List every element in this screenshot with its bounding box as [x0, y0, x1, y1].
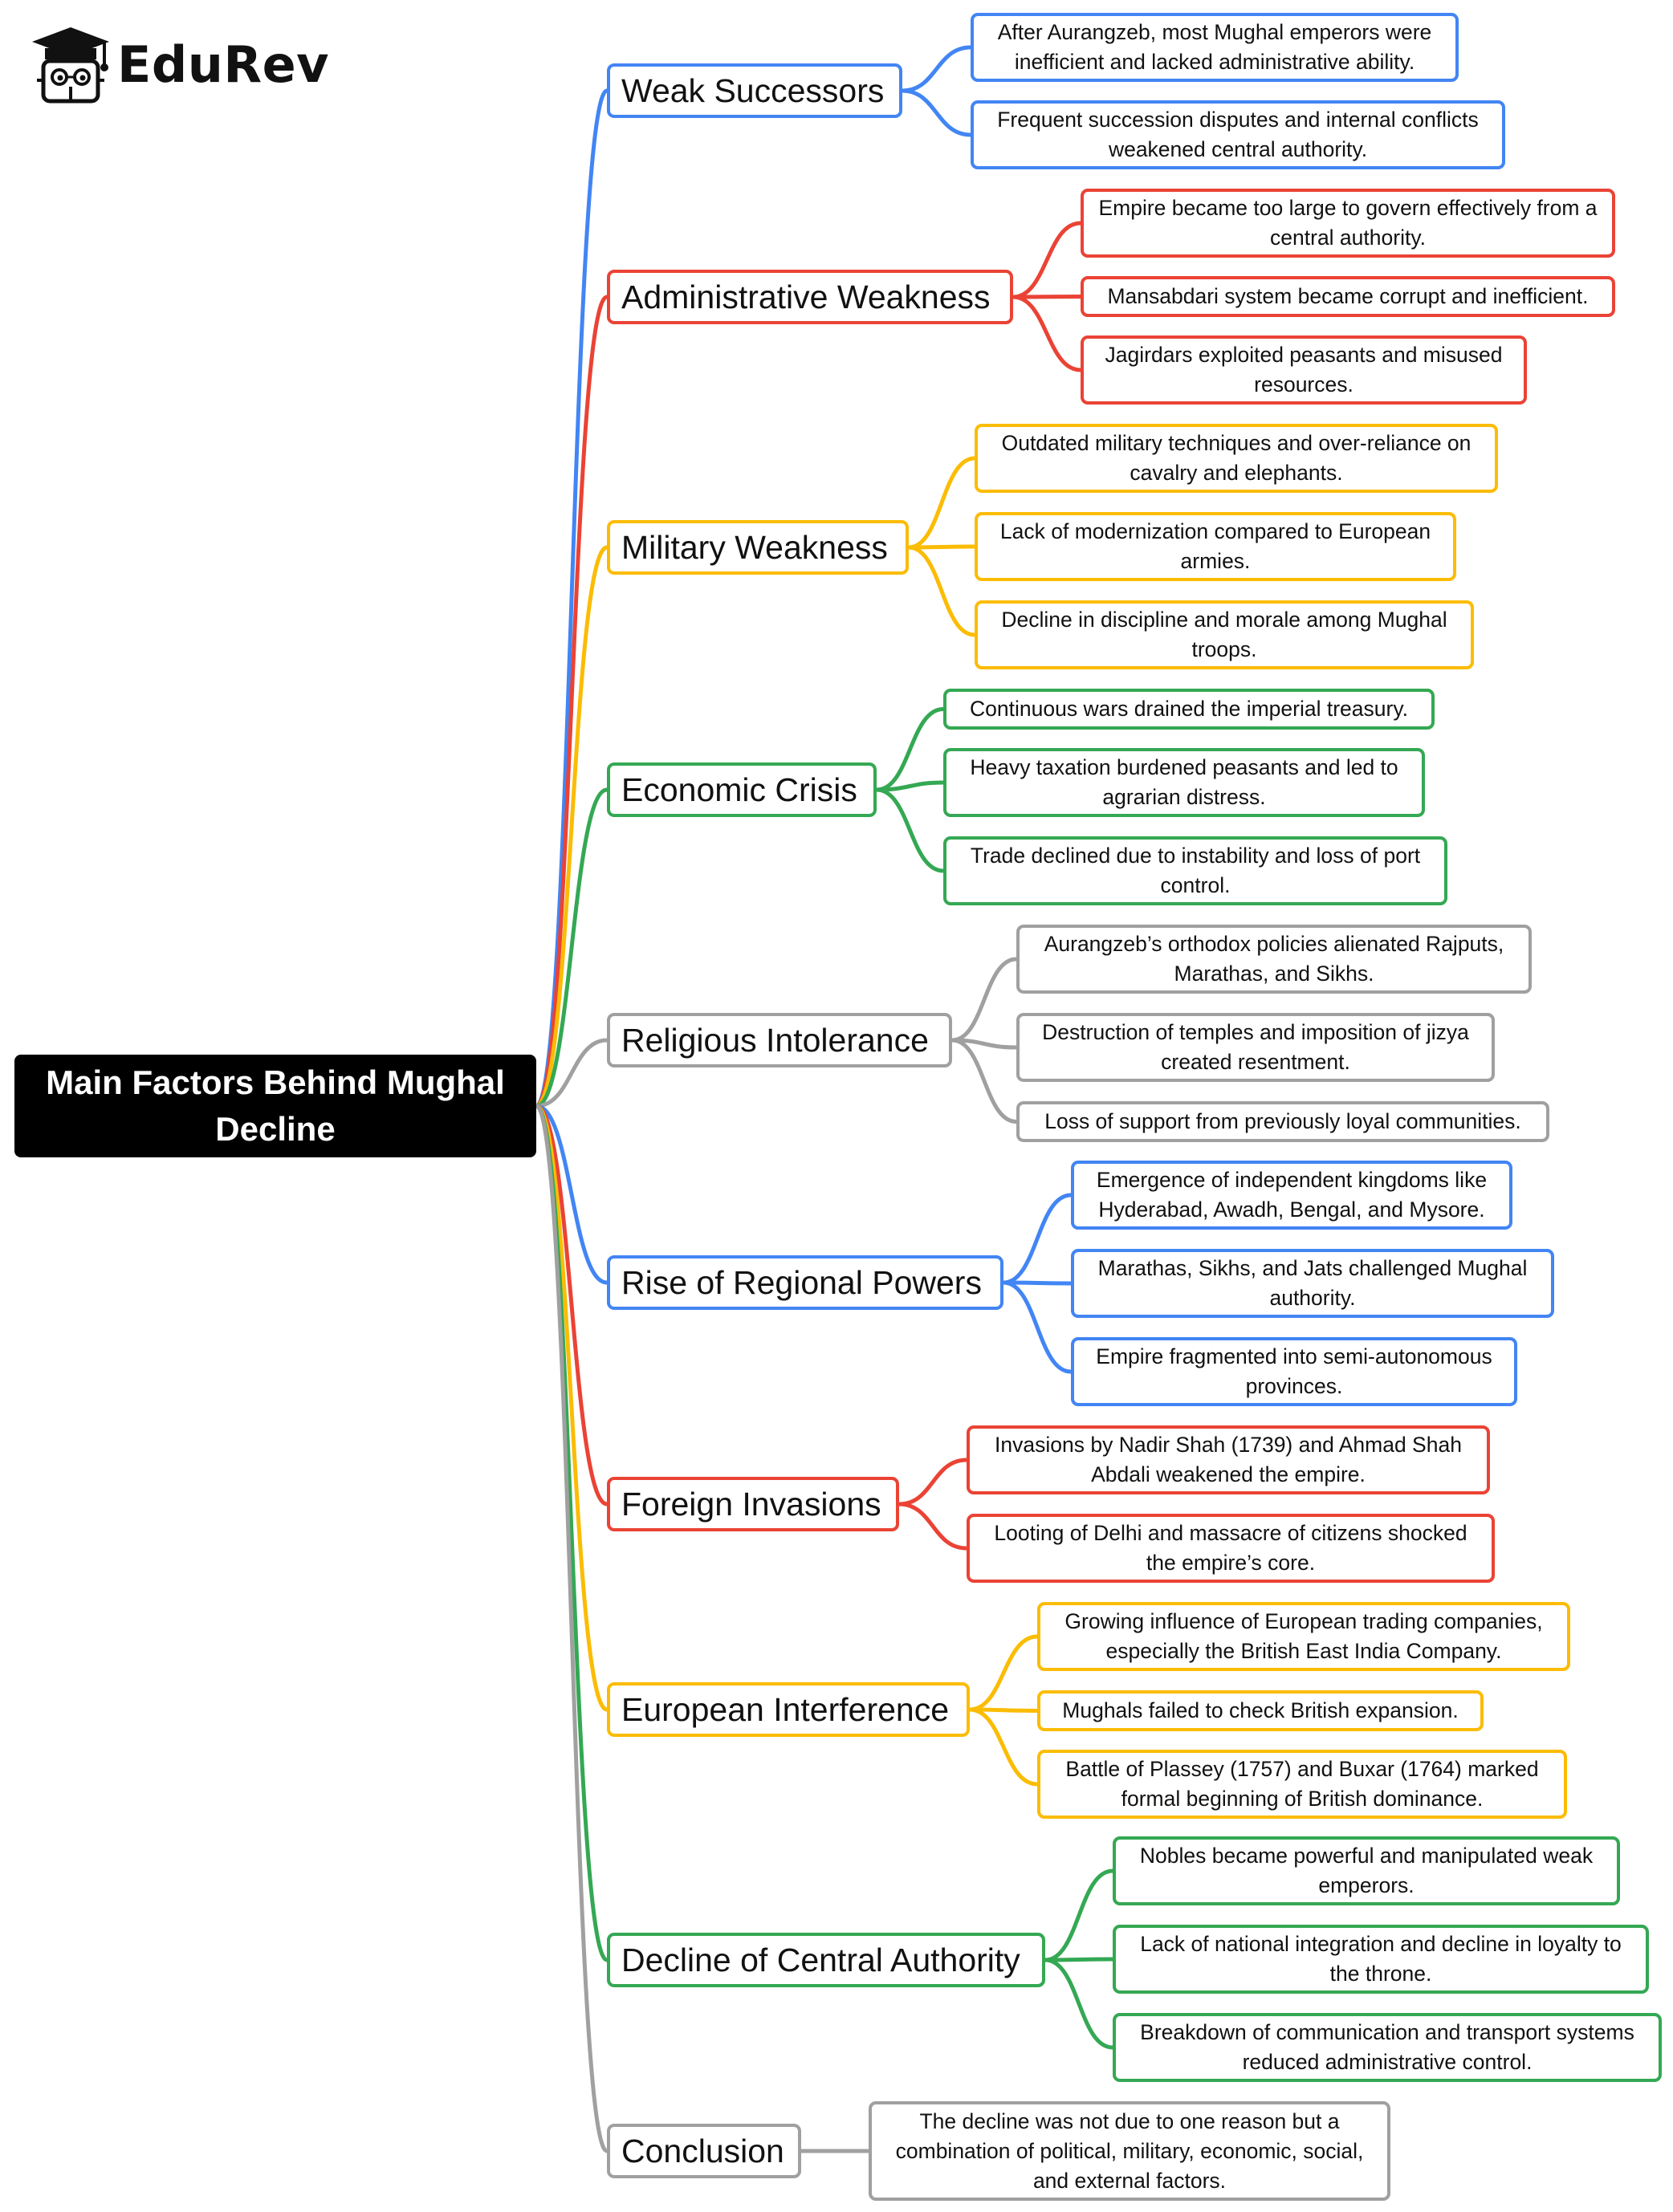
branch-title: Weak Successors: [621, 71, 885, 109]
leaf-point: Breakdown of communication and transport…: [1113, 2013, 1662, 2082]
leaf-point: Empire fragmented into semi-autonomous p…: [1071, 1337, 1517, 1406]
leaf-point: Outdated military techniques and over-re…: [975, 424, 1498, 493]
root-branch-connector: [534, 1104, 609, 1962]
branch-conclusion: Conclusion: [607, 2124, 801, 2178]
branch-title: Rise of Regional Powers: [621, 1263, 982, 1301]
branch-leaf-connector: [950, 957, 1019, 1043]
leaf-point: Nobles became powerful and manipulated w…: [1113, 1836, 1620, 1905]
leaf-point: Heavy taxation burdened peasants and led…: [943, 748, 1425, 817]
leaf-point: Trade declined due to instability and lo…: [943, 836, 1447, 905]
branch-title: European Interference: [621, 1690, 949, 1728]
leaf-point: After Aurangzeb, most Mughal emperors we…: [971, 13, 1459, 82]
branch-rise-of-regional-powers: Rise of Regional Powers: [607, 1255, 1003, 1310]
leaf-point: Decline in discipline and morale among M…: [975, 600, 1474, 669]
branch-religious-intolerance: Religious Intolerance: [607, 1013, 952, 1067]
branch-european-interference: European Interference: [607, 1682, 970, 1737]
leaf-point: Invasions by Nadir Shah (1739) and Ahmad…: [967, 1425, 1490, 1494]
branch-economic-crisis: Economic Crisis: [607, 762, 877, 817]
branch-foreign-invasions: Foreign Invasions: [607, 1477, 899, 1531]
branch-leaf-connector: [874, 707, 946, 792]
root-branch-connector: [534, 1038, 609, 1108]
branch-leaf-connector: [1011, 221, 1083, 299]
leaf-point: Destruction of temples and imposition of…: [1016, 1013, 1495, 1082]
root-branch-connector: [534, 545, 609, 1108]
root-node: Main Factors Behind Mughal Decline: [14, 1055, 536, 1157]
branch-leaf-connector: [906, 456, 977, 550]
branch-leaf-connector: [874, 787, 946, 873]
branch-leaf-connector: [1011, 295, 1083, 372]
branch-leaf-connector: [906, 545, 977, 637]
leaf-point: Empire became too large to govern effect…: [1081, 189, 1615, 258]
branch-title: Conclusion: [621, 2132, 784, 2169]
brand-logo: EduRev: [26, 24, 329, 104]
leaf-point: Lack of national integration and decline…: [1113, 1925, 1649, 1994]
branch-leaf-connector: [967, 1634, 1040, 1712]
branch-leaf-connector: [1001, 1193, 1073, 1285]
root-branch-connector: [534, 295, 609, 1108]
branch-leaf-connector: [874, 780, 946, 792]
branch-leaf-connector: [1043, 1868, 1115, 1962]
leaf-point: Loss of support from previously loyal co…: [1016, 1101, 1549, 1142]
leaf-point: Aurangzeb’s orthodox policies alienated …: [1016, 925, 1532, 994]
graduation-cap-icon: [32, 27, 109, 104]
branch-leaf-connector: [1011, 295, 1083, 299]
root-branch-connector: [534, 1104, 609, 2153]
branch-leaf-connector: [1001, 1280, 1073, 1374]
branch-leaf-connector: [900, 88, 973, 137]
branch-leaf-connector: [900, 45, 973, 93]
root-branch-connector: [534, 1104, 609, 1507]
leaf-point: Mansabdari system became corrupt and ine…: [1081, 276, 1615, 317]
branch-decline-of-central-authority: Decline of Central Authority: [607, 1933, 1045, 1987]
leaf-point: Battle of Plassey (1757) and Buxar (1764…: [1037, 1750, 1567, 1819]
branch-weak-successors: Weak Successors: [607, 63, 902, 118]
branch-title: Decline of Central Authority: [621, 1941, 1020, 1978]
leaf-point: Frequent succession disputes and interna…: [971, 100, 1505, 169]
leaf-point: Emergence of independent kingdoms like H…: [1071, 1161, 1512, 1230]
branch-leaf-connector: [967, 1707, 1040, 1787]
root-branch-connector: [534, 1104, 609, 1285]
root-title: Main Factors Behind Mughal Decline: [46, 1063, 505, 1148]
branch-leaf-connector: [950, 1038, 1019, 1124]
leaf-point: The decline was not due to one reason bu…: [869, 2101, 1390, 2201]
root-branch-connector: [534, 787, 609, 1108]
branch-leaf-connector: [1043, 1957, 1115, 1962]
leaf-point: Marathas, Sikhs, and Jats challenged Mug…: [1071, 1249, 1554, 1318]
leaf-point: Lack of modernization compared to Europe…: [975, 512, 1456, 581]
brand-name: EduRev: [117, 35, 330, 94]
leaf-point: Continuous wars drained the imperial tre…: [943, 689, 1435, 730]
branch-title: Administrative Weakness: [621, 278, 991, 315]
branch-leaf-connector: [1043, 1958, 1115, 2050]
branch-administrative-weakness: Administrative Weakness: [607, 270, 1013, 324]
branch-title: Foreign Invasions: [621, 1485, 881, 1523]
branch-leaf-connector: [897, 1502, 969, 1551]
leaf-point: Growing influence of European trading co…: [1037, 1602, 1570, 1671]
branch-title: Economic Crisis: [621, 771, 857, 808]
leaf-point: Jagirdars exploited peasants and misused…: [1081, 335, 1527, 405]
branch-leaf-connector: [897, 1458, 969, 1507]
branch-title: Religious Intolerance: [621, 1021, 929, 1059]
leaf-point: Looting of Delhi and massacre of citizen…: [967, 1514, 1495, 1583]
leaf-point: Mughals failed to check British expansio…: [1037, 1690, 1484, 1731]
branch-title: Military Weakness: [621, 528, 888, 566]
branch-military-weakness: Military Weakness: [607, 520, 909, 575]
